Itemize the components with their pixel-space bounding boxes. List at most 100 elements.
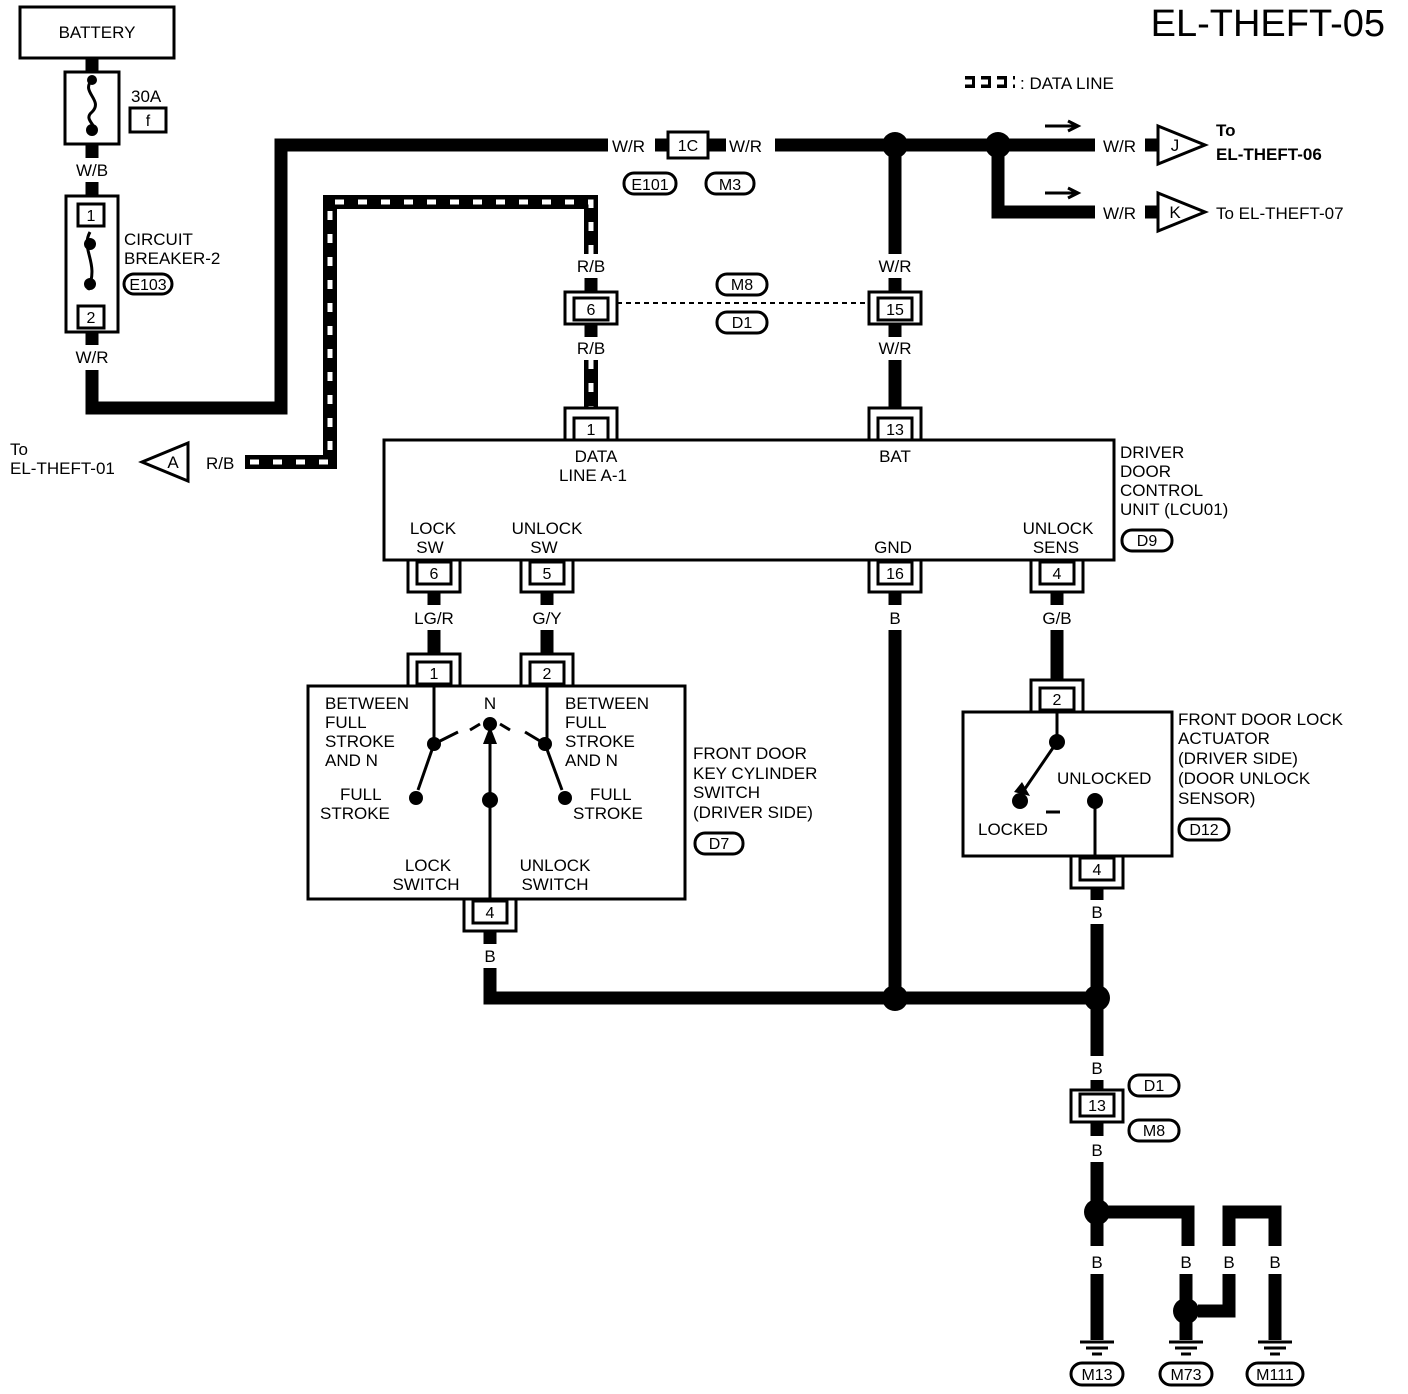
joint-conn-m8: M8: [731, 277, 753, 294]
ks-unlock-switch-1: UNLOCK: [520, 856, 592, 875]
fuse-amps: 30A: [131, 87, 162, 106]
wire-wr-cb: W/R: [75, 348, 108, 367]
ks-lock-switch-2: SWITCH: [392, 875, 459, 894]
cu-unlock-sens-2: SENS: [1033, 538, 1079, 557]
ks-connector: D7: [709, 836, 730, 853]
ground-m13: M13: [1081, 1367, 1112, 1384]
data-line-rb: [245, 195, 598, 469]
act-connector: D12: [1189, 822, 1218, 839]
junction-1c-conn-e101: E101: [631, 177, 668, 194]
ks-lock-switch-1: LOCK: [405, 856, 452, 875]
ref-j-letter: J: [1171, 136, 1180, 155]
wire-wr-bat-bottom: W/R: [878, 339, 911, 358]
act-name-4: (DOOR UNLOCK: [1178, 769, 1311, 788]
ref-j-line2: EL-THEFT-06: [1216, 145, 1322, 164]
cu-pin-6: 6: [430, 566, 439, 583]
cu-lock-sw-2: SW: [416, 538, 443, 557]
cu-gnd-label: GND: [874, 538, 912, 557]
splice-dot: [882, 985, 908, 1011]
wire-wr-bat-top: W/R: [878, 257, 911, 276]
wire-rb-left: R/B: [206, 454, 234, 473]
cb-pin-2: 2: [87, 310, 96, 327]
cu-bat-label: BAT: [879, 447, 911, 466]
wire-gy: G/Y: [532, 609, 561, 628]
cu-unlock-sw-2: SW: [530, 538, 557, 557]
ks-full-left-1: FULL: [340, 785, 382, 804]
joint-conn-d1: D1: [732, 315, 753, 332]
ks-name-3: SWITCH: [693, 783, 760, 802]
ground-icon: [1258, 1340, 1292, 1356]
joint-pin-6: 6: [587, 302, 596, 319]
act-name-3: (DRIVER SIDE): [1178, 749, 1298, 768]
wire-b-act: B: [1091, 903, 1102, 922]
junction-1c-conn-m3: M3: [719, 177, 741, 194]
cu-name-4: UNIT (LCU01): [1120, 500, 1228, 519]
ref-a-line2: EL-THEFT-01: [10, 459, 115, 478]
cu-data-line1: DATA: [575, 447, 618, 466]
wire-b-joint-top: B: [1091, 1059, 1102, 1078]
cb-label-line1: CIRCUIT: [124, 230, 193, 249]
ks-between-right-3: STROKE: [565, 732, 635, 751]
ks-pin-4: 4: [486, 905, 495, 922]
cu-pin-4: 4: [1053, 566, 1062, 583]
act-name-1: FRONT DOOR LOCK: [1178, 710, 1344, 729]
cb-connector: E103: [129, 277, 166, 294]
battery-label: BATTERY: [59, 23, 136, 42]
arrow-up-icon: [483, 726, 497, 744]
ks-name-2: KEY CYLINDER: [693, 764, 817, 783]
ground-m73: M73: [1170, 1367, 1201, 1384]
ks-n-label: N: [484, 694, 496, 713]
junction-1c-pin: 1C: [678, 138, 698, 155]
ground-icon: [1169, 1340, 1203, 1356]
wire-rb-bottom: R/B: [577, 339, 605, 358]
ground-joint-conn-m8: M8: [1143, 1123, 1165, 1140]
cu-pin-16: 16: [886, 566, 904, 583]
control-unit-box: [382, 438, 1116, 562]
actuator-box: [961, 710, 1174, 858]
arrow-right-icon: [1045, 119, 1082, 133]
cu-unlock-sens-1: UNLOCK: [1023, 519, 1095, 538]
cb-label-line2: BREAKER-2: [124, 249, 220, 268]
wire-wr-left-label: W/R: [612, 137, 645, 156]
ground-joint-pin-13: 13: [1088, 1098, 1106, 1115]
cu-data-line2: LINE A-1: [559, 466, 627, 485]
legend-label: : DATA LINE: [1020, 74, 1114, 93]
wire-b-g3: B: [1223, 1253, 1234, 1272]
arrow-right-icon: [1045, 186, 1082, 200]
ks-full-left-2: STROKE: [320, 804, 390, 823]
ks-name-4: (DRIVER SIDE): [693, 803, 813, 822]
ks-between-right-1: BETWEEN: [565, 694, 649, 713]
ks-unlock-switch-2: SWITCH: [521, 875, 588, 894]
act-name-2: ACTUATOR: [1178, 729, 1270, 748]
act-locked: LOCKED: [978, 820, 1048, 839]
ground-m111: M111: [1256, 1367, 1294, 1384]
ks-pin-1: 1: [430, 666, 439, 683]
wire-wr-to-k: W/R: [1103, 204, 1136, 223]
cu-pin-1: 1: [587, 422, 596, 439]
wire-b-g4: B: [1269, 1253, 1280, 1272]
ref-k-text: To EL-THEFT-07: [1216, 204, 1344, 223]
cu-name-1: DRIVER: [1120, 443, 1184, 462]
legend-data-line: : DATA LINE: [965, 74, 1114, 93]
wire-lgr: LG/R: [414, 609, 454, 628]
cu-unlock-sw-1: UNLOCK: [512, 519, 584, 538]
diagram-title: EL-THEFT-05: [1151, 3, 1385, 45]
act-pin-4: 4: [1093, 862, 1102, 879]
ks-full-right-2: STROKE: [573, 804, 643, 823]
wire-b-gnd: B: [889, 609, 900, 628]
act-pin-2: 2: [1053, 692, 1062, 709]
wire-wr-feed: [85, 138, 608, 415]
wire-b-joint-bottom: B: [1091, 1141, 1102, 1160]
ks-between-right-2: FULL: [565, 713, 607, 732]
wire-rb-top: R/B: [577, 257, 605, 276]
cu-connector: D9: [1137, 533, 1158, 550]
ref-k-letter: K: [1169, 203, 1181, 222]
cb-pin-1: 1: [87, 208, 96, 225]
ref-a-letter: A: [167, 453, 179, 472]
cu-lock-sw-1: LOCK: [410, 519, 457, 538]
ground-icon: [1080, 1340, 1114, 1356]
ks-pin-2: 2: [543, 666, 552, 683]
wire-b-g2: B: [1180, 1253, 1191, 1272]
wire-wr-right-label: W/R: [729, 137, 762, 156]
ref-a-line1: To: [10, 440, 28, 459]
